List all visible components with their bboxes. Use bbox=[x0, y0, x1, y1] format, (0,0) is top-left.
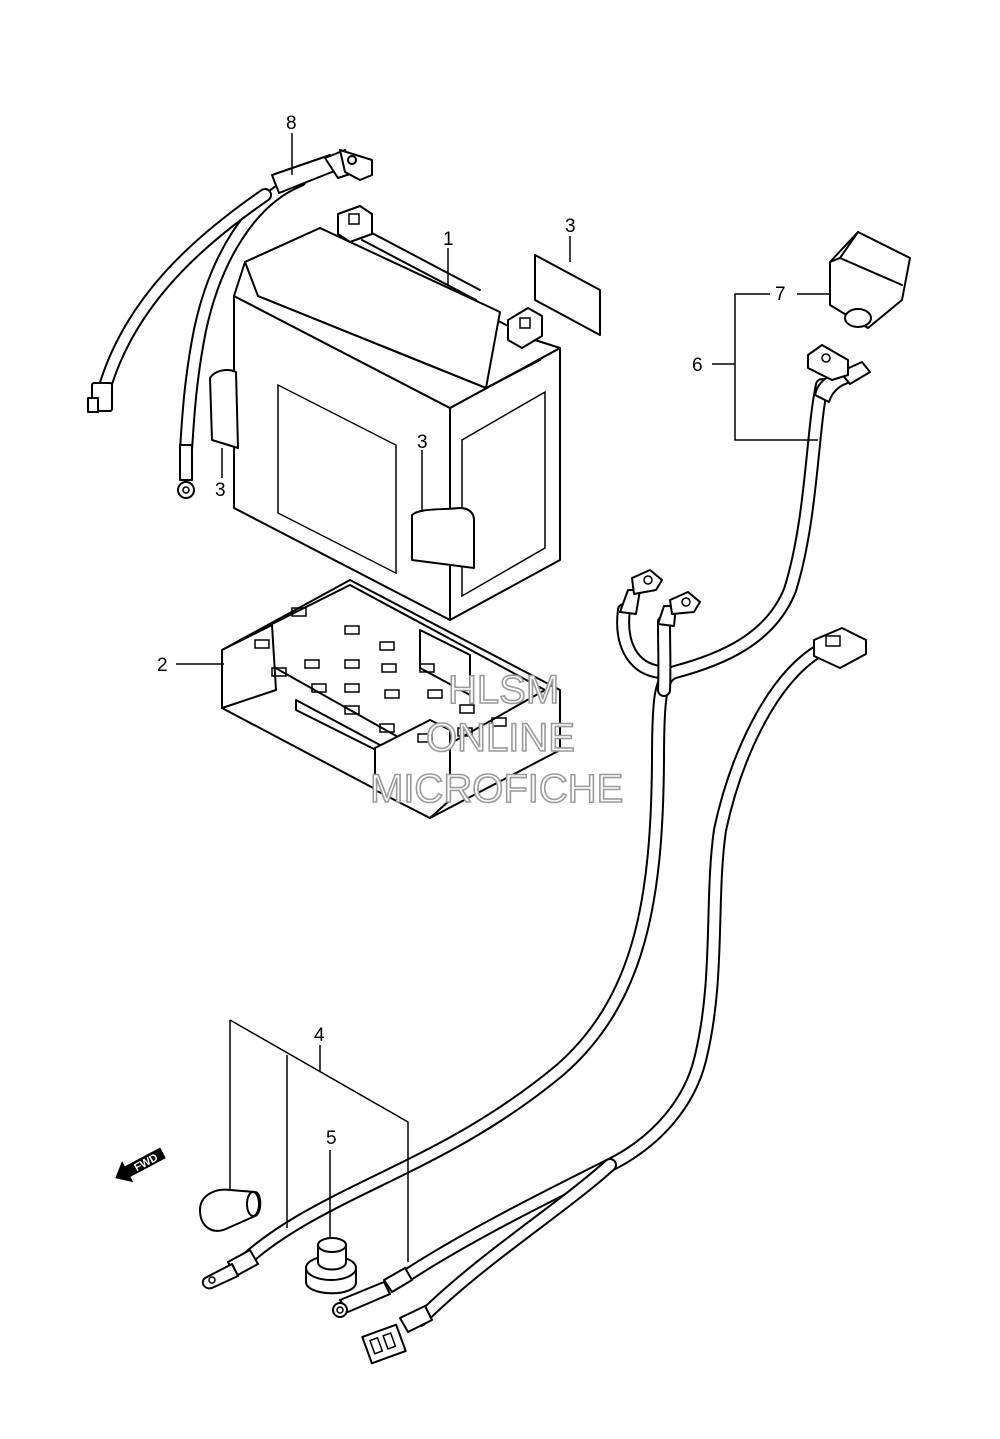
callout-6: 6 bbox=[692, 355, 703, 376]
callout-3-left: 3 bbox=[215, 480, 226, 501]
watermark: HLSM ONLINE MICROFICHE bbox=[369, 667, 624, 812]
terminal-boot-4[interactable] bbox=[199, 1188, 262, 1232]
watermark-line-3: MICROFICHE bbox=[370, 767, 623, 811]
callout-1: 1 bbox=[443, 229, 454, 250]
callout-7: 7 bbox=[775, 284, 786, 305]
battery-lead-cable[interactable] bbox=[616, 569, 701, 697]
pad-3-front[interactable] bbox=[411, 507, 475, 569]
fwd-direction-arrow: FWD bbox=[115, 1147, 166, 1183]
pad-3-left[interactable] bbox=[209, 369, 239, 449]
sub-harness[interactable] bbox=[332, 627, 867, 1365]
callout-2: 2 bbox=[157, 655, 168, 676]
fwd-label: FWD bbox=[132, 1152, 160, 1174]
watermark-line-2: ONLINE bbox=[426, 716, 575, 760]
tray-slots bbox=[254, 607, 507, 743]
terminal-cap-5[interactable] bbox=[305, 1237, 357, 1295]
battery-tray-2[interactable] bbox=[221, 579, 561, 819]
battery-1[interactable] bbox=[233, 205, 561, 621]
callouts: 1 2 3 3 3 4 5 6 7 8 bbox=[157, 113, 786, 1149]
terminal-cover-7[interactable] bbox=[829, 231, 911, 329]
battery-cable-6[interactable] bbox=[201, 344, 871, 1290]
watermark-line-1: HLSM bbox=[448, 668, 559, 712]
wire-harness-8[interactable] bbox=[87, 149, 373, 499]
callout-3-front: 3 bbox=[417, 432, 428, 453]
pad-3-top[interactable] bbox=[534, 254, 601, 336]
leader-lines bbox=[176, 133, 830, 1262]
callout-4: 4 bbox=[314, 1025, 325, 1046]
callout-8: 8 bbox=[286, 113, 297, 134]
callout-5: 5 bbox=[326, 1128, 337, 1149]
callout-3-top: 3 bbox=[565, 216, 576, 237]
